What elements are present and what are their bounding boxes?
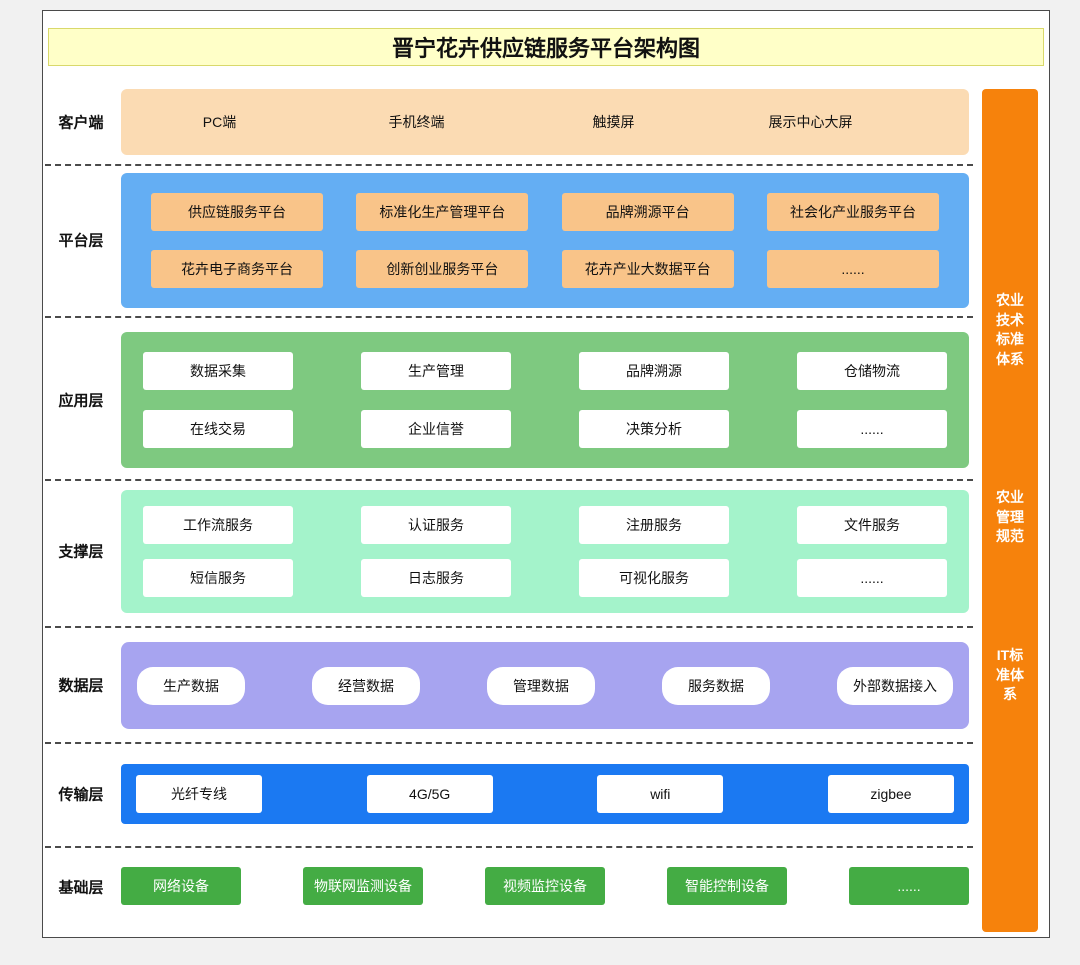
platform-box: 供应链服务平台 xyxy=(151,192,323,231)
data-box: 经营数据 xyxy=(312,666,420,705)
transport-band: 光纤专线 4G/5G wifi zigbee xyxy=(121,764,969,824)
transport-box: 4G/5G xyxy=(366,775,493,813)
application-box: 生产管理 xyxy=(361,352,511,390)
data-box: 生产数据 xyxy=(137,666,245,705)
transport-box: 光纤专线 xyxy=(136,775,262,813)
support-box: ...... xyxy=(797,559,947,598)
application-box: 决策分析 xyxy=(579,410,729,448)
application-row-1: 数据采集 生产管理 品牌溯源 仓储物流 xyxy=(143,352,947,390)
platform-box: 创新创业服务平台 xyxy=(356,250,529,289)
diagram-frame: 晋宁花卉供应链服务平台架构图 客户端 平台层 应用层 支撑层 数据层 传输层 基… xyxy=(42,10,1050,938)
standards-item: IT标准体系 xyxy=(996,647,1024,703)
page-title: 晋宁花卉供应链服务平台架构图 xyxy=(48,28,1044,66)
data-box: 管理数据 xyxy=(487,666,595,705)
data-box: 服务数据 xyxy=(662,666,770,705)
platform-box: 社会化产业服务平台 xyxy=(766,192,939,231)
platform-box: 花卉产业大数据平台 xyxy=(561,250,734,289)
support-box: 认证服务 xyxy=(361,505,511,544)
platform-band: 供应链服务平台 标准化生产管理平台 品牌溯源平台 社会化产业服务平台 花卉电子商… xyxy=(121,173,969,308)
platform-row-1: 供应链服务平台 标准化生产管理平台 品牌溯源平台 社会化产业服务平台 xyxy=(151,192,939,231)
application-box: 仓储物流 xyxy=(797,352,947,390)
support-box: 文件服务 xyxy=(797,505,947,544)
layer-separator xyxy=(45,742,973,744)
layer-label-client: 客户端 xyxy=(58,114,104,132)
platform-box: ...... xyxy=(766,250,939,289)
application-band: 数据采集 生产管理 品牌溯源 仓储物流 在线交易 企业信誉 决策分析 .....… xyxy=(121,332,969,468)
standards-sidebar: 农业技术标准体系 农业管理规范 IT标准体系 xyxy=(982,89,1038,932)
platform-box: 花卉电子商务平台 xyxy=(151,250,323,289)
support-box: 短信服务 xyxy=(143,559,293,598)
support-box: 注册服务 xyxy=(579,505,729,544)
application-box: 在线交易 xyxy=(143,410,293,448)
layer-label-platform: 平台层 xyxy=(58,232,104,250)
standards-item: 农业管理规范 xyxy=(996,489,1024,545)
platform-box: 标准化生产管理平台 xyxy=(356,192,529,231)
page-title-text: 晋宁花卉供应链服务平台架构图 xyxy=(391,36,700,61)
layer-label-infrastructure: 基础层 xyxy=(58,879,104,897)
application-box: 企业信誉 xyxy=(361,410,511,448)
infrastructure-box: ...... xyxy=(849,867,969,905)
infrastructure-box: 物联网监测设备 xyxy=(303,867,423,905)
transport-box: zigbee xyxy=(827,775,954,813)
client-item: 触摸屏 xyxy=(592,114,635,130)
support-band: 工作流服务 认证服务 注册服务 文件服务 短信服务 日志服务 可视化服务 ...… xyxy=(121,490,969,613)
application-box: 品牌溯源 xyxy=(579,352,729,390)
client-item: 展示中心大屏 xyxy=(768,114,853,130)
support-box: 日志服务 xyxy=(361,559,511,598)
standards-item: 农业技术标准体系 xyxy=(996,292,1024,367)
layer-label-application: 应用层 xyxy=(58,392,104,410)
application-row-2: 在线交易 企业信誉 决策分析 ...... xyxy=(143,410,947,448)
support-row-2: 短信服务 日志服务 可视化服务 ...... xyxy=(143,559,947,598)
application-box: ...... xyxy=(797,410,947,448)
infrastructure-row: 网络设备 物联网监测设备 视频监控设备 智能控制设备 ...... xyxy=(121,867,969,905)
support-box: 工作流服务 xyxy=(143,505,293,544)
layer-separator xyxy=(45,316,973,318)
layer-separator xyxy=(45,479,973,481)
data-box: 外部数据接入 xyxy=(837,666,953,705)
data-band: 生产数据 经营数据 管理数据 服务数据 外部数据接入 xyxy=(121,642,969,729)
layer-separator xyxy=(45,626,973,628)
client-band: PC端 手机终端 触摸屏 展示中心大屏 xyxy=(121,89,969,155)
support-row-1: 工作流服务 认证服务 注册服务 文件服务 xyxy=(143,505,947,544)
platform-row-2: 花卉电子商务平台 创新创业服务平台 花卉产业大数据平台 ...... xyxy=(151,250,939,289)
client-item: 手机终端 xyxy=(388,114,445,130)
transport-box: wifi xyxy=(597,775,724,813)
layer-separator xyxy=(45,846,973,848)
infrastructure-box: 智能控制设备 xyxy=(667,867,787,905)
layer-label-transport: 传输层 xyxy=(58,786,104,804)
layer-label-data: 数据层 xyxy=(58,677,104,695)
application-box: 数据采集 xyxy=(143,352,293,390)
platform-box: 品牌溯源平台 xyxy=(561,192,734,231)
infrastructure-box: 视频监控设备 xyxy=(485,867,605,905)
layer-separator xyxy=(45,164,973,166)
layer-label-support: 支撑层 xyxy=(58,543,104,561)
infrastructure-box: 网络设备 xyxy=(121,867,241,905)
client-item: PC端 xyxy=(202,114,237,130)
support-box: 可视化服务 xyxy=(579,559,729,598)
